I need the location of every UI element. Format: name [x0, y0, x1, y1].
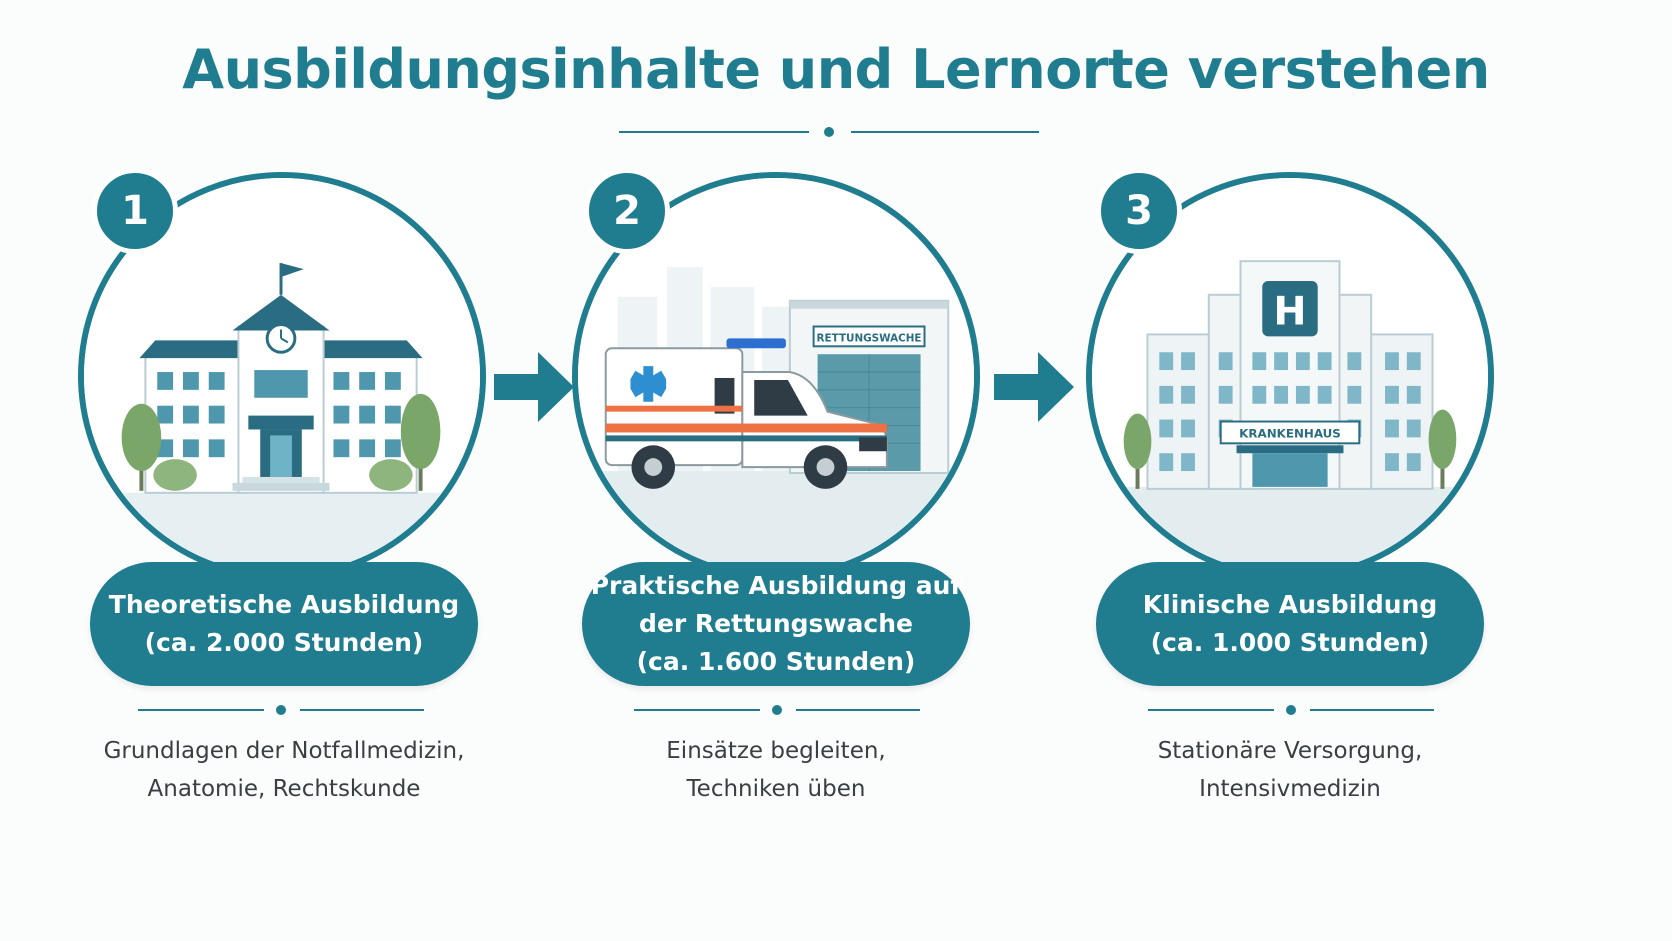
ambulance-illustration: RETTUNGSWACHE: [572, 172, 980, 580]
step-1-heading-line-1: Theoretische Ausbildung: [108, 590, 460, 619]
step-2-heading-line-3: (ca. 1.600 Stunden): [636, 647, 916, 676]
step-number-badge-2: 2: [584, 168, 670, 254]
step-3-description-line-2: Intensivmedizin: [1199, 776, 1381, 802]
step-2-heading-line-1: Praktische Ausbildung auf: [590, 571, 962, 600]
step-1-description-line-1: Grundlagen der Notfallmedizin,: [103, 738, 465, 764]
arrow-right-icon: [494, 352, 574, 422]
step-3-heading-line-2: (ca. 1.000 Stunden): [1150, 628, 1430, 657]
step-1-heading-line-2: (ca. 2.000 Stunden): [144, 628, 424, 657]
step-number-badge-3: 3: [1096, 168, 1182, 254]
step-2-description: Einsätze begleiten, Techniken üben: [582, 732, 970, 808]
step-2-heading: Praktische Ausbildung auf der Rettungswa…: [582, 562, 970, 686]
step-2-divider: [634, 704, 920, 716]
step-1-divider: [138, 704, 424, 716]
step-1-heading: Theoretische Ausbildung (ca. 2.000 Stund…: [90, 562, 478, 686]
arrow-right-icon: [994, 352, 1074, 422]
step-1-description: Grundlagen der Notfallmedizin, Anatomie,…: [90, 732, 478, 808]
step-2-heading-line-2: der Rettungswache: [639, 609, 913, 638]
step-2-description-line-2: Techniken üben: [686, 776, 866, 802]
hospital-letter: H: [1273, 289, 1306, 335]
step-1-description-line-2: Anatomie, Rechtskunde: [147, 776, 421, 802]
step-3-heading: Klinische Ausbildung (ca. 1.000 Stunden): [1096, 562, 1484, 686]
station-sign: RETTUNGSWACHE: [817, 332, 922, 344]
hospital-sign: KRANKENHAUS: [1239, 426, 1341, 440]
step-3-divider: [1148, 704, 1434, 716]
title-divider: [619, 126, 1039, 138]
step-3-description: Stationäre Versorgung, Intensivmedizin: [1096, 732, 1484, 808]
step-number-badge-1: 1: [92, 168, 178, 254]
step-3-heading-line-1: Klinische Ausbildung: [1142, 590, 1438, 619]
page-title: Ausbildungsinhalte und Lernorte verstehe…: [182, 38, 1490, 101]
step-3-description-line-1: Stationäre Versorgung,: [1157, 738, 1423, 764]
step-2-description-line-1: Einsätze begleiten,: [666, 738, 886, 764]
